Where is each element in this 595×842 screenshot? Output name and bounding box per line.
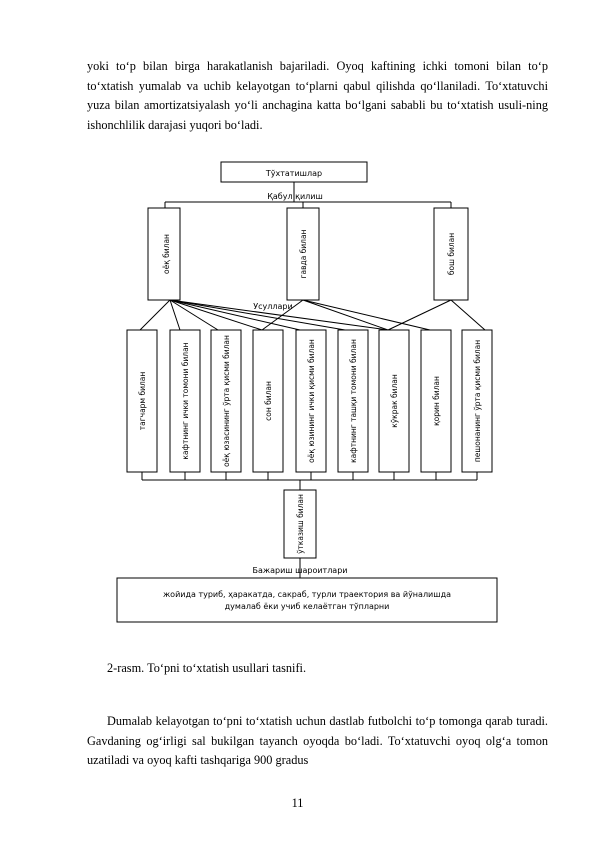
label-inner-instep: оёқ юзининг ички қисми билан [307,339,316,463]
methods-label: Усуллари [253,302,292,311]
label-belly: қорин билан [432,376,441,426]
receive-label: Қабул қилиш [267,192,323,201]
label-chest: кўкрак билан [390,374,399,428]
label-by-head: бош билан [447,233,456,275]
label-sole: тагчарм билан [138,372,147,431]
label-thigh: сон билан [264,381,273,421]
box-by-foot [147,207,181,301]
diagram-title: Тўхтатишлар [265,169,322,178]
label-by-body: гавда билан [299,229,308,278]
paragraph-bottom: Dumalab kelayotgan to‘pni to‘xtatish uch… [87,714,548,767]
figure-caption: 2-rasm. To‘pni to‘xtatish usullari tasni… [107,661,307,675]
conditions-line-1: жойида туриб, ҳаракатда, сакраб, турли т… [163,590,451,599]
label-cushioning: ўтказиш билан [296,494,305,554]
paragraph-top: yoki to‘p bilan birga harakatlanish baja… [87,59,548,132]
label-forehead: пешонанинг ўрта қисми билан [473,340,482,462]
conditions-box [116,577,498,623]
label-by-foot: оёқ билан [162,234,171,274]
label-outer-side: кафтнинг ташқи томони билан [349,339,358,463]
label-instep-middle: оёқ юзасининг ўрта қисми билан [222,335,231,467]
page-number: 11 [291,796,304,810]
conditions-label: Бажариш шароитлари [253,566,348,575]
label-inner-side: кафтнинг ички томони билан [181,342,190,459]
conditions-line-2: думалаб ёки учиб келаётган тўпларни [225,602,390,611]
